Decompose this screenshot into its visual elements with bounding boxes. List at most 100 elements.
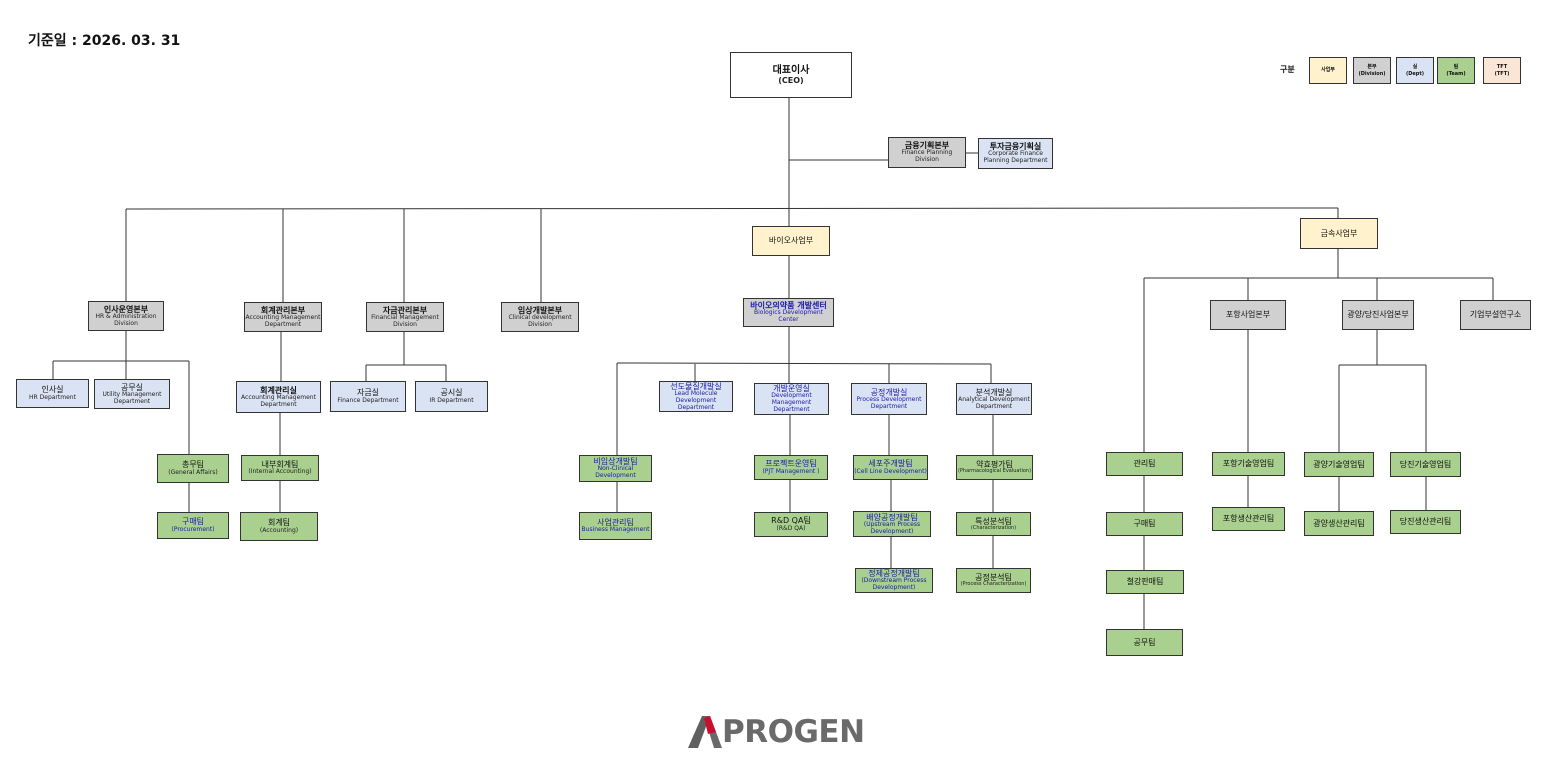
node-subtitle: IR Department — [429, 396, 474, 404]
node-title: 광양기술영업팀 — [1313, 459, 1365, 469]
node-subtitle: (R&D QA) — [776, 524, 806, 532]
hr-admin-division: 인사운영본부 HR & Administration Division — [88, 301, 164, 331]
node-title: 인사운영본부 — [103, 304, 149, 314]
general-affairs-team: 총무팀 (General Affairs) — [157, 454, 229, 483]
process-characterization-team: 공정분석팀 (Process Characterization) — [956, 568, 1031, 593]
node-subtitle: (Characterization) — [970, 524, 1017, 531]
characterization-team: 특성분석팀 (Characterization) — [956, 512, 1031, 536]
logo-mark-icon — [688, 716, 722, 748]
node-title: 바이오사업부 — [768, 236, 814, 246]
corporate-finance-department: 투자금융기획실 Corporate Finance Planning Depar… — [978, 138, 1053, 169]
node-title: 당진기술영업팀 — [1399, 459, 1452, 469]
utility-team: 공무팀 — [1106, 629, 1183, 656]
internal-accounting-team: 내부회계팀 (Internal Accounting) — [241, 455, 319, 481]
legend-label: 실 — [1412, 64, 1418, 70]
legend-label: 본부 — [1367, 64, 1377, 70]
node-subtitle: Clinical development Division — [508, 313, 572, 328]
legend-sublabel: (Team) — [1446, 70, 1466, 77]
dangjin-tech-sales-team: 당진기술영업팀 — [1390, 452, 1461, 477]
legend-label: 팀 — [1453, 64, 1459, 70]
accounting-team: 회계팀 (Accounting) — [240, 512, 318, 541]
analytical-development-department: 분석개발실 Analytical Development Department — [956, 383, 1032, 415]
node-title: 공무팀 — [1133, 637, 1156, 647]
cell-line-development-team: 세포주개발팀 (Cell Line Development) — [853, 455, 928, 480]
gwangyang-tech-sales-team: 광양기술영업팀 — [1304, 452, 1374, 477]
metal-business-unit: 금속사업부 — [1300, 218, 1378, 249]
node-subtitle: (Accounting) — [259, 526, 299, 534]
node-title: 개발운영실 — [773, 384, 810, 394]
pohang-production-team: 포항생산관리팀 — [1212, 507, 1285, 531]
node-title: 광양생산관리팀 — [1313, 518, 1365, 528]
purchasing-team: 구매팀 — [1106, 512, 1183, 536]
node-title: 정제공정개발팀 — [868, 569, 920, 579]
ir-department: 공시실 IR Department — [415, 381, 488, 412]
node-subtitle: (General Affairs) — [168, 468, 218, 476]
corporate-research-lab: 기업부설연구소 — [1460, 300, 1531, 330]
node-title: 총무팀 — [181, 460, 205, 470]
lead-molecule-department: 선도물질개발실 Lead Molecule Development Depart… — [659, 381, 733, 412]
node-title: 금융기획본부 — [904, 141, 950, 151]
node-title: 선도물질개발실 — [670, 381, 722, 391]
finance-planning-division: 금융기획본부 Finance Planning Division — [888, 137, 966, 168]
hr-department: 인사실 HR Department — [16, 379, 89, 408]
node-subtitle: HR & Administration Division — [95, 312, 157, 327]
steel-sales-team: 철강판매팀 — [1106, 570, 1184, 594]
node-subtitle: (Procurement) — [171, 525, 215, 533]
accounting-management-division: 회계관리본부 Accounting Management Department — [244, 302, 322, 332]
bio-business-unit: 바이오사업부 — [752, 226, 830, 256]
node-subtitle: Non-Clinical Development — [595, 465, 636, 480]
node-subtitle: Corporate Finance Planning Department — [983, 150, 1048, 165]
procurement-team: 구매팀 (Procurement) — [157, 512, 229, 539]
dangjin-production-team: 당진생산관리팀 — [1390, 510, 1461, 534]
node-title: 자금실 — [356, 388, 380, 398]
upstream-process-team: 배양공정개발팀 (Upstream Process Development) — [853, 511, 931, 537]
node-title: 대표이사 — [772, 64, 810, 76]
gwangyang-dangjin-business-division: 광양/당진사업본부 — [1342, 300, 1414, 330]
node-subtitle: Process Development Department — [856, 395, 922, 410]
development-management-department: 개발운영실 Development Management Department — [754, 383, 829, 415]
downstream-process-team: 정제공정개발팀 (Downstream Process Development) — [855, 568, 933, 593]
node-subtitle: (Upstream Process Development) — [863, 520, 921, 535]
legend-sublabel: (TFT) — [1494, 70, 1510, 77]
node-subtitle: (CEO) — [778, 76, 804, 86]
clinical-development-division: 임상개발본부 Clinical development Division — [501, 302, 579, 332]
legend-sublabel: (Division) — [1358, 70, 1386, 77]
aprogen-logo: PROGEN — [688, 714, 865, 750]
finance-department: 자금실 Finance Department — [330, 381, 406, 412]
legend-team: 팀 (Team) — [1437, 57, 1475, 84]
financial-management-division: 자금관리본부 Financial Management Division — [366, 302, 444, 332]
node-title: 투자금융기획실 — [989, 142, 1042, 152]
node-title: 약효평가팀 — [976, 460, 1013, 470]
node-subtitle: (Process Characterization) — [960, 581, 1027, 588]
rnd-qa-team: R&D QA팀 (R&D QA) — [754, 512, 828, 537]
node-title: 공시실 — [440, 388, 463, 398]
accounting-management-department: 회계관리실 Accounting Management Department — [236, 381, 321, 413]
gwangyang-production-team: 광양생산관리팀 — [1304, 511, 1374, 536]
node-subtitle: Accounting Management Department — [245, 313, 321, 328]
node-title: 포항기술영업팀 — [1222, 459, 1275, 469]
node-title: 구매팀 — [1133, 519, 1156, 529]
node-title: 광양/당진사업본부 — [1347, 310, 1409, 320]
node-title: 특성분석팀 — [975, 516, 1012, 526]
ceo-box: 대표이사 (CEO) — [730, 52, 852, 98]
node-title: 공정개발실 — [870, 387, 908, 397]
node-subtitle: Biologics Development Center — [754, 309, 823, 324]
node-subtitle: (Internal Accounting) — [248, 468, 312, 476]
node-title: 회계팀 — [267, 518, 291, 528]
reference-date: 기준일 : 2026. 03. 31 — [28, 33, 181, 49]
node-subtitle: (Cell Line Development) — [854, 467, 927, 475]
logo-wordmark: PROGEN — [722, 714, 865, 750]
management-team: 관리팀 — [1106, 452, 1183, 476]
pharmacological-evaluation-team: 약효평가팀 (Pharmacological Evaluation) — [956, 455, 1033, 480]
node-title: 인사실 — [41, 385, 64, 395]
node-title: 바이오의약품 개발센터 — [750, 301, 827, 311]
nonclinical-development-team: 비임상개발팀 Non-Clinical Development — [579, 455, 652, 482]
node-title: 자금관리본부 — [382, 305, 428, 315]
legend-tft: TFT (TFT) — [1483, 57, 1521, 84]
node-subtitle: Accounting Management Department — [241, 393, 316, 408]
node-title: 기업부설연구소 — [1469, 310, 1522, 320]
node-title: 금속사업부 — [1320, 228, 1358, 238]
node-title: 사업관리팀 — [597, 517, 634, 527]
legend-division: 본부 (Division) — [1353, 57, 1391, 84]
